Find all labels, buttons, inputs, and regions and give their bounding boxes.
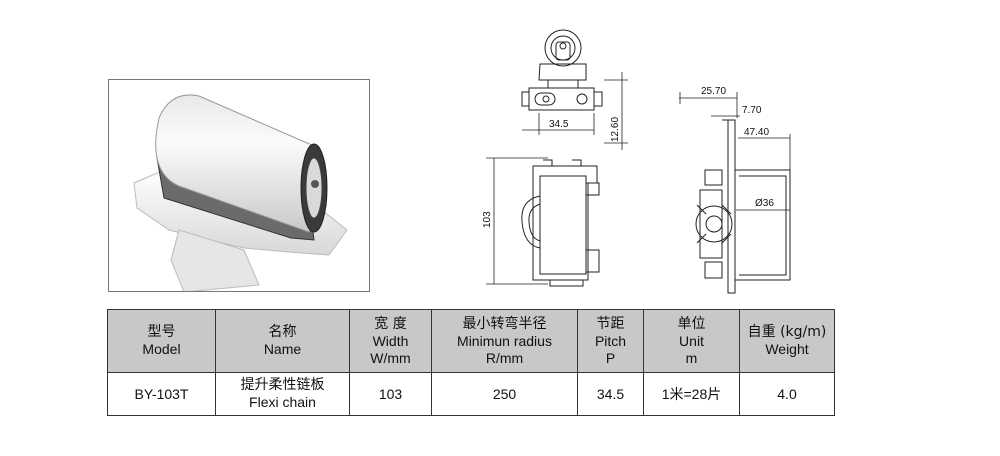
side-view-dim-c: 47.40 (744, 127, 769, 138)
side-view-dim-b: 7.70 (742, 105, 762, 116)
header-radius: 最小转弯半径 Minimun radius R/mm (431, 309, 578, 373)
cell-pitch: 34.5 (577, 372, 644, 416)
header-unit: 单位 Unit m (643, 309, 740, 373)
header-name: 名称 Name (215, 309, 350, 373)
table-header-row: 型号 Model 名称 Name 宽 度 Width W/mm 最小转弯半径 M… (107, 309, 835, 373)
cell-model: BY-103T (107, 372, 216, 416)
top-view-outline (521, 29, 603, 111)
cell-radius: 250 (431, 372, 578, 416)
cell-weight: 4.0 (739, 372, 835, 416)
header-pitch: 节距 Pitch P (577, 309, 644, 373)
front-view-outline (521, 159, 600, 287)
technical-drawing: 34.5 12.60 103 25.70 7.70 47.40 Ø36 (482, 29, 791, 294)
cell-width: 103 (349, 372, 432, 416)
cell-name: 提升柔性链板 Flexi chain (215, 372, 350, 416)
cell-unit: 1米=28片 (643, 372, 740, 416)
top-view-height-dim: 12.60 (610, 117, 621, 142)
header-model: 型号 Model (107, 309, 216, 373)
side-view-dim-a: 25.70 (701, 86, 726, 97)
side-view-diameter: Ø36 (755, 198, 774, 209)
front-view-height-dim: 103 (482, 211, 493, 228)
header-weight: 自重 (kg/m) Weight (739, 309, 835, 373)
top-view-width-dim: 34.5 (549, 119, 569, 130)
table-row: BY-103T 提升柔性链板 Flexi chain 103 250 34.5 … (107, 372, 835, 416)
header-width: 宽 度 Width W/mm (349, 309, 432, 373)
product-photo (108, 79, 370, 292)
spec-table: 型号 Model 名称 Name 宽 度 Width W/mm 最小转弯半径 M… (107, 309, 835, 416)
side-view-outline (695, 119, 791, 294)
